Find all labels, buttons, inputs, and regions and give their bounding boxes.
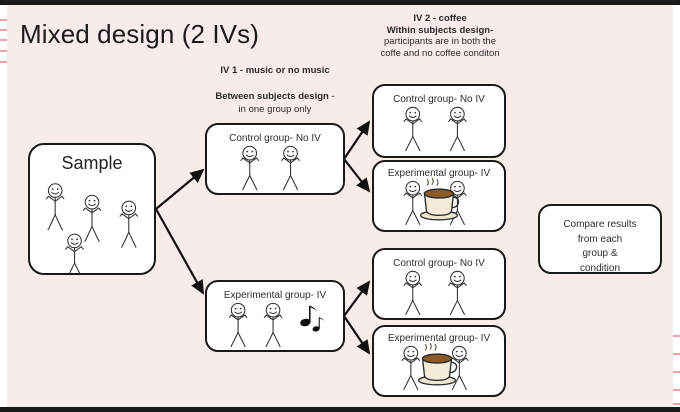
mid-experimental-label: Experimental group- IV [223, 290, 327, 301]
compare-line4: condition [579, 262, 621, 274]
decor-dash [673, 353, 680, 355]
mid-control-box[interactable]: Control group- No IV [205, 123, 345, 195]
iv2-header: IV 2 - coffee Within subjects design- pa… [360, 13, 520, 59]
connector-arrows [155, 120, 371, 355]
right-bottom-control-box[interactable]: Control group- No IV [372, 248, 506, 320]
right-top-experimental-label: Experimental group- IV [387, 168, 491, 179]
mid-control-label: Control group- No IV [229, 133, 321, 144]
page-title: Mixed design (2 IVs) [20, 19, 259, 49]
compare-results-text: Compare results from each group & condit… [540, 218, 660, 276]
iv1-line2-rest: - [328, 90, 335, 102]
iv2-line4: coffe and no coffee conditon [380, 47, 500, 59]
iv2-line3: participants are in both the [384, 36, 496, 48]
decor-dash [0, 61, 7, 63]
music-note-icon [300, 305, 325, 332]
decor-dash [0, 29, 7, 31]
compare-line3: group & [582, 248, 618, 259]
decor-dash [673, 335, 680, 337]
mid-experimental-box[interactable]: Experimental group- IV [205, 280, 345, 352]
decor-dash [673, 371, 680, 373]
decor-dash [0, 50, 7, 52]
right-top-control-box[interactable]: Control group- No IV [372, 84, 506, 158]
iv1-line1: IV 1 - music or no music [220, 65, 330, 76]
decor-dash [673, 403, 680, 405]
iv1-header: IV 1 - music or no music Between subject… [190, 65, 360, 116]
left-edge-strip [0, 5, 7, 407]
right-bottom-experimental-label: Experimental group- IV [387, 333, 491, 344]
sample-box[interactable]: Sample [28, 143, 156, 275]
compare-line2: from each [577, 233, 623, 245]
iv2-line1: IV 2 - coffee [413, 13, 467, 24]
decor-dash [673, 389, 680, 391]
compare-results-box[interactable]: Compare results from each group & condit… [538, 204, 662, 274]
right-top-experimental-box[interactable]: Experimental group- IV [372, 160, 506, 232]
right-edge-strip [673, 5, 680, 407]
decor-dash [0, 39, 7, 41]
right-bottom-control-label: Control group- No IV [393, 258, 485, 269]
right-bottom-experimental-box[interactable]: Experimental group- IV [372, 325, 506, 397]
iv2-line2: Within subjects design- [386, 24, 494, 36]
decor-dash [0, 19, 7, 21]
compare-line1: Compare results [563, 219, 637, 230]
coffee-cup-icon [417, 342, 458, 386]
iv1-line3: in one group only [238, 104, 312, 116]
iv1-line2-bold: Between subjects design [215, 90, 329, 102]
right-top-control-label: Control group- No IV [393, 94, 485, 105]
coffee-cup-icon [419, 177, 460, 221]
sample-box-label: Sample [61, 153, 123, 173]
